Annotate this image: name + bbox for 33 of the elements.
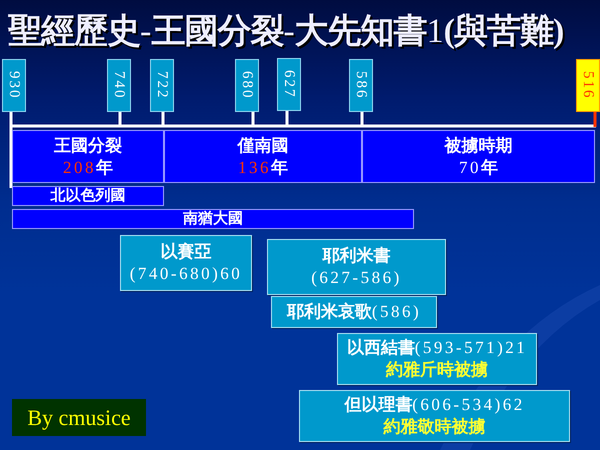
year-tag: 586 xyxy=(349,59,373,112)
year-tag: 680 xyxy=(235,59,259,112)
book-dates: (627-586) xyxy=(311,267,402,289)
period-duration: 70年 xyxy=(459,156,498,178)
book-box xyxy=(299,390,570,442)
book-title: 但以理書(606-534)62 xyxy=(344,394,525,416)
book-title: 以賽亞 xyxy=(160,241,212,263)
book-box: 耶利米哀歌(586) xyxy=(271,296,437,328)
period-box xyxy=(12,130,164,183)
captivity-note: 約雅敬時被擄 xyxy=(384,416,486,438)
period-duration: 208年 xyxy=(63,156,113,178)
author-credit: By cmusice xyxy=(12,399,146,436)
book-box xyxy=(120,235,252,291)
period-duration: 136年 xyxy=(238,156,288,178)
period-box xyxy=(164,130,362,183)
period-name: 僅南國 xyxy=(238,134,288,156)
year-tag: 627 xyxy=(277,58,301,111)
book-dates: (740-680)60 xyxy=(130,263,242,285)
book-title: 耶利米書 xyxy=(322,245,390,267)
captivity-note: 約雅斤時被擄 xyxy=(386,359,488,381)
book-box xyxy=(267,239,446,295)
year-tag: 740 xyxy=(107,59,131,112)
period-name: 王國分裂 xyxy=(54,134,122,156)
period-box xyxy=(362,130,595,183)
kingdom-bar: 南猶大國 xyxy=(12,209,414,229)
kingdom-bar: 北以色列國 xyxy=(12,186,164,206)
year-tag: 722 xyxy=(150,59,174,112)
period-name: 被擄時期 xyxy=(444,134,512,156)
book-title: 以西結書(593-571)21 xyxy=(346,337,528,359)
book-box xyxy=(337,333,537,385)
year-tag: 930 xyxy=(2,59,26,112)
year-tag: 516 xyxy=(576,59,600,112)
slide-title: 聖經歷史-王國分裂-大先知書1(與苦難) xyxy=(8,12,564,52)
